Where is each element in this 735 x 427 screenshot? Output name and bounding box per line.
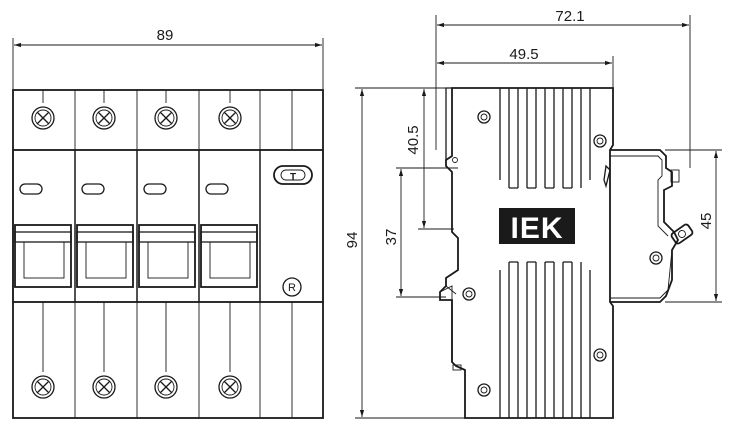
terminal-screw-icon: [31, 106, 55, 130]
side-screw-icon: [593, 134, 607, 148]
side-screw-icon: [593, 348, 607, 362]
registered-mark-label: R: [288, 282, 296, 294]
cooling-ribs-bottom: [499, 261, 591, 418]
terminal-screw-icon: [154, 106, 178, 130]
dimension-width: 89: [12, 27, 324, 90]
test-button-label: T: [290, 172, 296, 183]
indicator-window: [205, 183, 229, 195]
terminal-screw-icon: [154, 375, 178, 399]
test-button: T: [273, 165, 313, 185]
side-screw-icon: [477, 110, 491, 124]
terminal-screw-icon: [31, 375, 55, 399]
indicator-window: [81, 183, 105, 195]
terminal-screw-icon: [92, 375, 116, 399]
terminal-screw-icon: [218, 375, 242, 399]
rail-latch: [603, 149, 694, 303]
registered-mark: R: [282, 277, 302, 297]
side-screw-icon: [477, 383, 491, 397]
dimension-rail-depth: 49.5: [437, 46, 614, 88]
depth-label: 72.1: [555, 8, 584, 25]
iek-logo: IEK: [499, 208, 575, 245]
indicator-window: [19, 183, 43, 195]
rail-height-label: 37: [383, 229, 400, 246]
face-height-label: 40.5: [405, 125, 422, 154]
side-screw-icon: [649, 251, 663, 265]
side-screw-icon: [462, 287, 476, 301]
height-label: 94: [344, 232, 361, 249]
side-body-outline: [439, 87, 614, 419]
bottom-terminal-block: [31, 302, 293, 418]
lever-4: [200, 224, 258, 288]
dimension-face-height: 40.5: [405, 87, 454, 230]
terminal-screw-icon: [92, 106, 116, 130]
top-terminal-block: [31, 90, 293, 150]
terminal-screw-icon: [218, 106, 242, 130]
cooling-ribs-top: [499, 88, 591, 189]
rail-depth-label: 49.5: [509, 46, 538, 63]
indicator-window: [143, 183, 167, 195]
front-view: 89: [12, 27, 324, 419]
dimension-depth: 72.1: [435, 8, 691, 168]
brand-logo-text: IEK: [510, 212, 563, 245]
width-label: 89: [157, 27, 174, 44]
lever-1: [14, 224, 72, 288]
lever-2: [76, 224, 134, 288]
window-height-label: 45: [698, 213, 715, 230]
side-view: 72.1 49.5 94 40.5 37: [344, 8, 722, 419]
breaker-modules: T R: [12, 149, 324, 303]
lever-3: [138, 224, 196, 288]
dimension-window-height: 45: [665, 149, 722, 303]
front-body-outline: [12, 89, 324, 419]
